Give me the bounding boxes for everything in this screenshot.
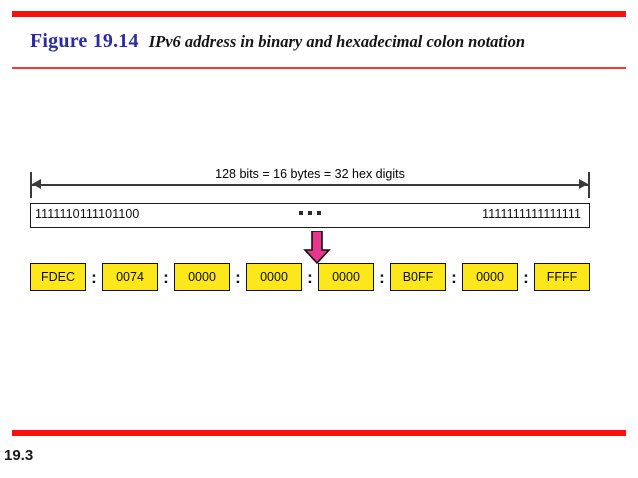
hex-group-box: 0074 (102, 263, 158, 291)
hex-group-box: FDEC (30, 263, 86, 291)
hex-colon-separator: : (307, 267, 313, 287)
binary-address-strip: 1111110111101100 1111111111111111 (30, 203, 590, 228)
hex-group-box: FFFF (534, 263, 590, 291)
binary-suffix-bits: 1111111111111111 (482, 207, 581, 221)
page-number-label: 19.3 (4, 447, 34, 464)
conversion-down-arrow-icon (303, 231, 331, 264)
hex-group-box: 0000 (174, 263, 230, 291)
hex-group-box: B0FF (390, 263, 446, 291)
hex-colon-separator: : (379, 267, 385, 287)
hex-group-box: 0000 (318, 263, 374, 291)
binary-ellipsis-icon (299, 211, 321, 215)
hex-group-box: 0000 (462, 263, 518, 291)
figure-title: Figure 19.14 IPv6 address in binary and h… (30, 30, 525, 53)
figure-number-label: Figure 19.14 (30, 30, 139, 52)
top-red-rule (12, 11, 626, 17)
hex-colon-separator: : (91, 267, 97, 287)
measure-arrowhead-left-icon (32, 179, 41, 189)
hex-colon-separator: : (163, 267, 169, 287)
figure-caption-text: IPv6 address in binary and hexadecimal c… (148, 32, 526, 51)
measure-span-line (30, 184, 590, 186)
binary-prefix-bits: 1111110111101100 (35, 207, 140, 221)
hex-group-box: 0000 (246, 263, 302, 291)
bottom-red-rule (12, 430, 626, 436)
hex-colon-separator: : (235, 267, 241, 287)
hex-colon-separator: : (451, 267, 457, 287)
hex-colon-separator: : (523, 267, 529, 287)
bit-width-label: 128 bits = 16 bytes = 32 hex digits (215, 167, 405, 181)
measure-arrowhead-right-icon (579, 179, 588, 189)
hex-groups-row: FDEC : 0074 : 0000 : 0000 : 0000 : B0FF … (30, 263, 590, 291)
title-underline-rule (12, 67, 626, 69)
